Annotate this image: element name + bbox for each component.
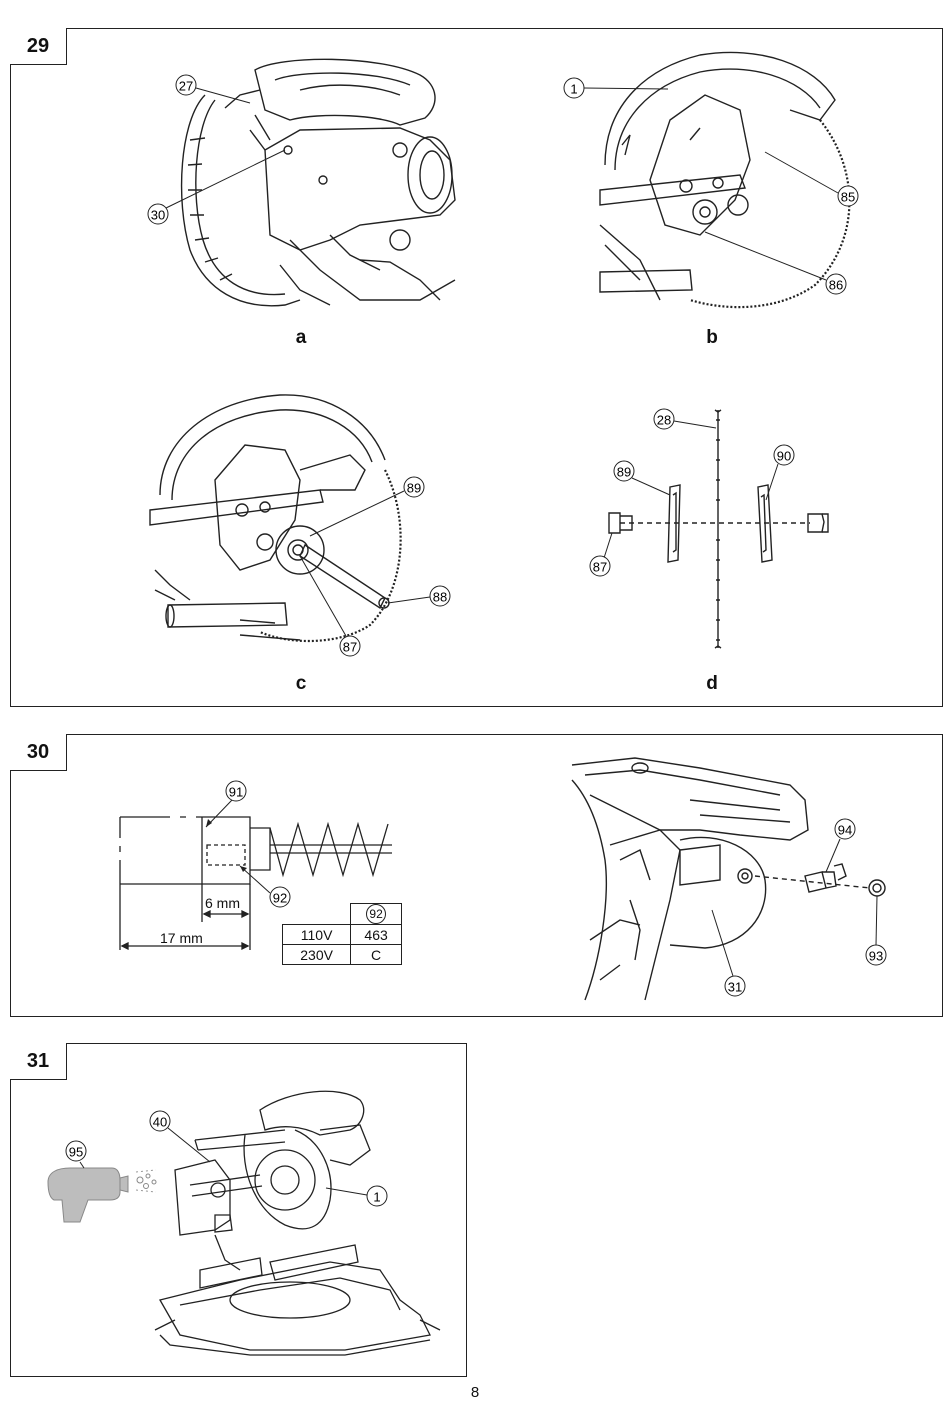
callout-1-fig31: 1 xyxy=(325,1185,388,1207)
svg-text:85: 85 xyxy=(841,190,855,205)
flange-exploded-diagram-d xyxy=(608,409,829,649)
table-row: 230V C xyxy=(281,944,402,965)
callout-85: 85 xyxy=(764,151,859,207)
figure-29-callouts: 27 30 1 85 86 89 xyxy=(147,74,859,657)
callout-86: 86 xyxy=(704,231,847,295)
svg-text:93: 93 xyxy=(869,949,883,964)
svg-text:28: 28 xyxy=(657,413,671,428)
callout-27: 27 xyxy=(175,74,251,104)
table-cell: 110V xyxy=(281,924,352,945)
svg-text:91: 91 xyxy=(229,785,243,800)
figure-30-number: 30 xyxy=(10,734,67,771)
svg-text:95: 95 xyxy=(69,1145,83,1160)
svg-text:40: 40 xyxy=(153,1115,167,1130)
table-row: 110V 463 xyxy=(281,924,402,945)
svg-text:89: 89 xyxy=(617,465,631,480)
callout-90: 90 xyxy=(765,444,795,501)
blade-guard-illustration-b xyxy=(599,51,851,309)
svg-text:87: 87 xyxy=(593,560,607,575)
svg-text:88: 88 xyxy=(433,590,447,605)
svg-text:92: 92 xyxy=(273,891,287,906)
table-cell: 463 xyxy=(350,924,402,945)
figure-30-panel: 30 xyxy=(10,734,943,1017)
callout-91: 91 xyxy=(205,780,247,828)
callout-92: 92 xyxy=(239,865,291,908)
callout-94: 94 xyxy=(825,818,856,873)
callout-30: 30 xyxy=(147,149,286,225)
svg-text:1: 1 xyxy=(570,82,577,97)
carbon-brush-schematic xyxy=(119,816,392,951)
brush-code-table: 92 110V 463 230V C xyxy=(281,903,402,965)
callout-95: 95 xyxy=(65,1140,87,1169)
svg-text:86: 86 xyxy=(829,278,843,293)
figure-31-panel: 31 xyxy=(10,1043,467,1377)
figure-29-sublabel-b: b xyxy=(706,327,718,348)
callout-87-c: 87 xyxy=(299,555,361,657)
svg-text:31: 31 xyxy=(728,980,742,995)
air-blower-illustration xyxy=(47,1167,157,1223)
svg-text:30: 30 xyxy=(151,208,165,223)
figure-29-sublabel-c: c xyxy=(295,673,307,694)
figure-31-number: 31 xyxy=(10,1043,67,1080)
callout-40: 40 xyxy=(149,1110,211,1163)
svg-text:27: 27 xyxy=(179,79,193,94)
callout-88: 88 xyxy=(387,585,451,607)
brush-cap-illustration xyxy=(571,757,886,1001)
figure-29-panel: 29 xyxy=(10,28,943,707)
table-row: 92 xyxy=(282,903,402,925)
callout-31: 31 xyxy=(711,909,746,997)
dimension-17mm: 17 mm xyxy=(160,930,203,946)
callout-93: 93 xyxy=(865,895,887,966)
saw-head-illustration-a xyxy=(180,58,456,307)
figure-31-callouts: 95 40 1 xyxy=(65,1110,388,1207)
table-cell: C xyxy=(350,944,402,965)
blade-removal-illustration-c xyxy=(149,394,402,643)
svg-text:1: 1 xyxy=(373,1190,380,1205)
miter-saw-illustration xyxy=(154,1090,441,1356)
svg-text:94: 94 xyxy=(838,823,852,838)
figure-30-callouts: 91 92 94 93 31 xyxy=(205,780,887,997)
page-number: 8 xyxy=(470,1384,480,1401)
figure-29-number: 29 xyxy=(10,28,67,65)
figure-29-sublabel-d: d xyxy=(706,673,718,694)
svg-text:87: 87 xyxy=(343,640,357,655)
table-header-92: 92 xyxy=(350,903,402,925)
svg-text:90: 90 xyxy=(777,449,791,464)
table-cell: 230V xyxy=(281,944,352,965)
callout-28: 28 xyxy=(653,408,717,430)
dimension-6mm: 6 mm xyxy=(205,895,240,911)
svg-text:89: 89 xyxy=(407,481,421,496)
callout-87-d: 87 xyxy=(589,532,613,577)
figure-29-sublabel-a: a xyxy=(295,327,307,348)
callout-89-c: 89 xyxy=(309,476,425,537)
callout-1-b: 1 xyxy=(563,77,669,99)
callout-89-d: 89 xyxy=(613,460,671,496)
